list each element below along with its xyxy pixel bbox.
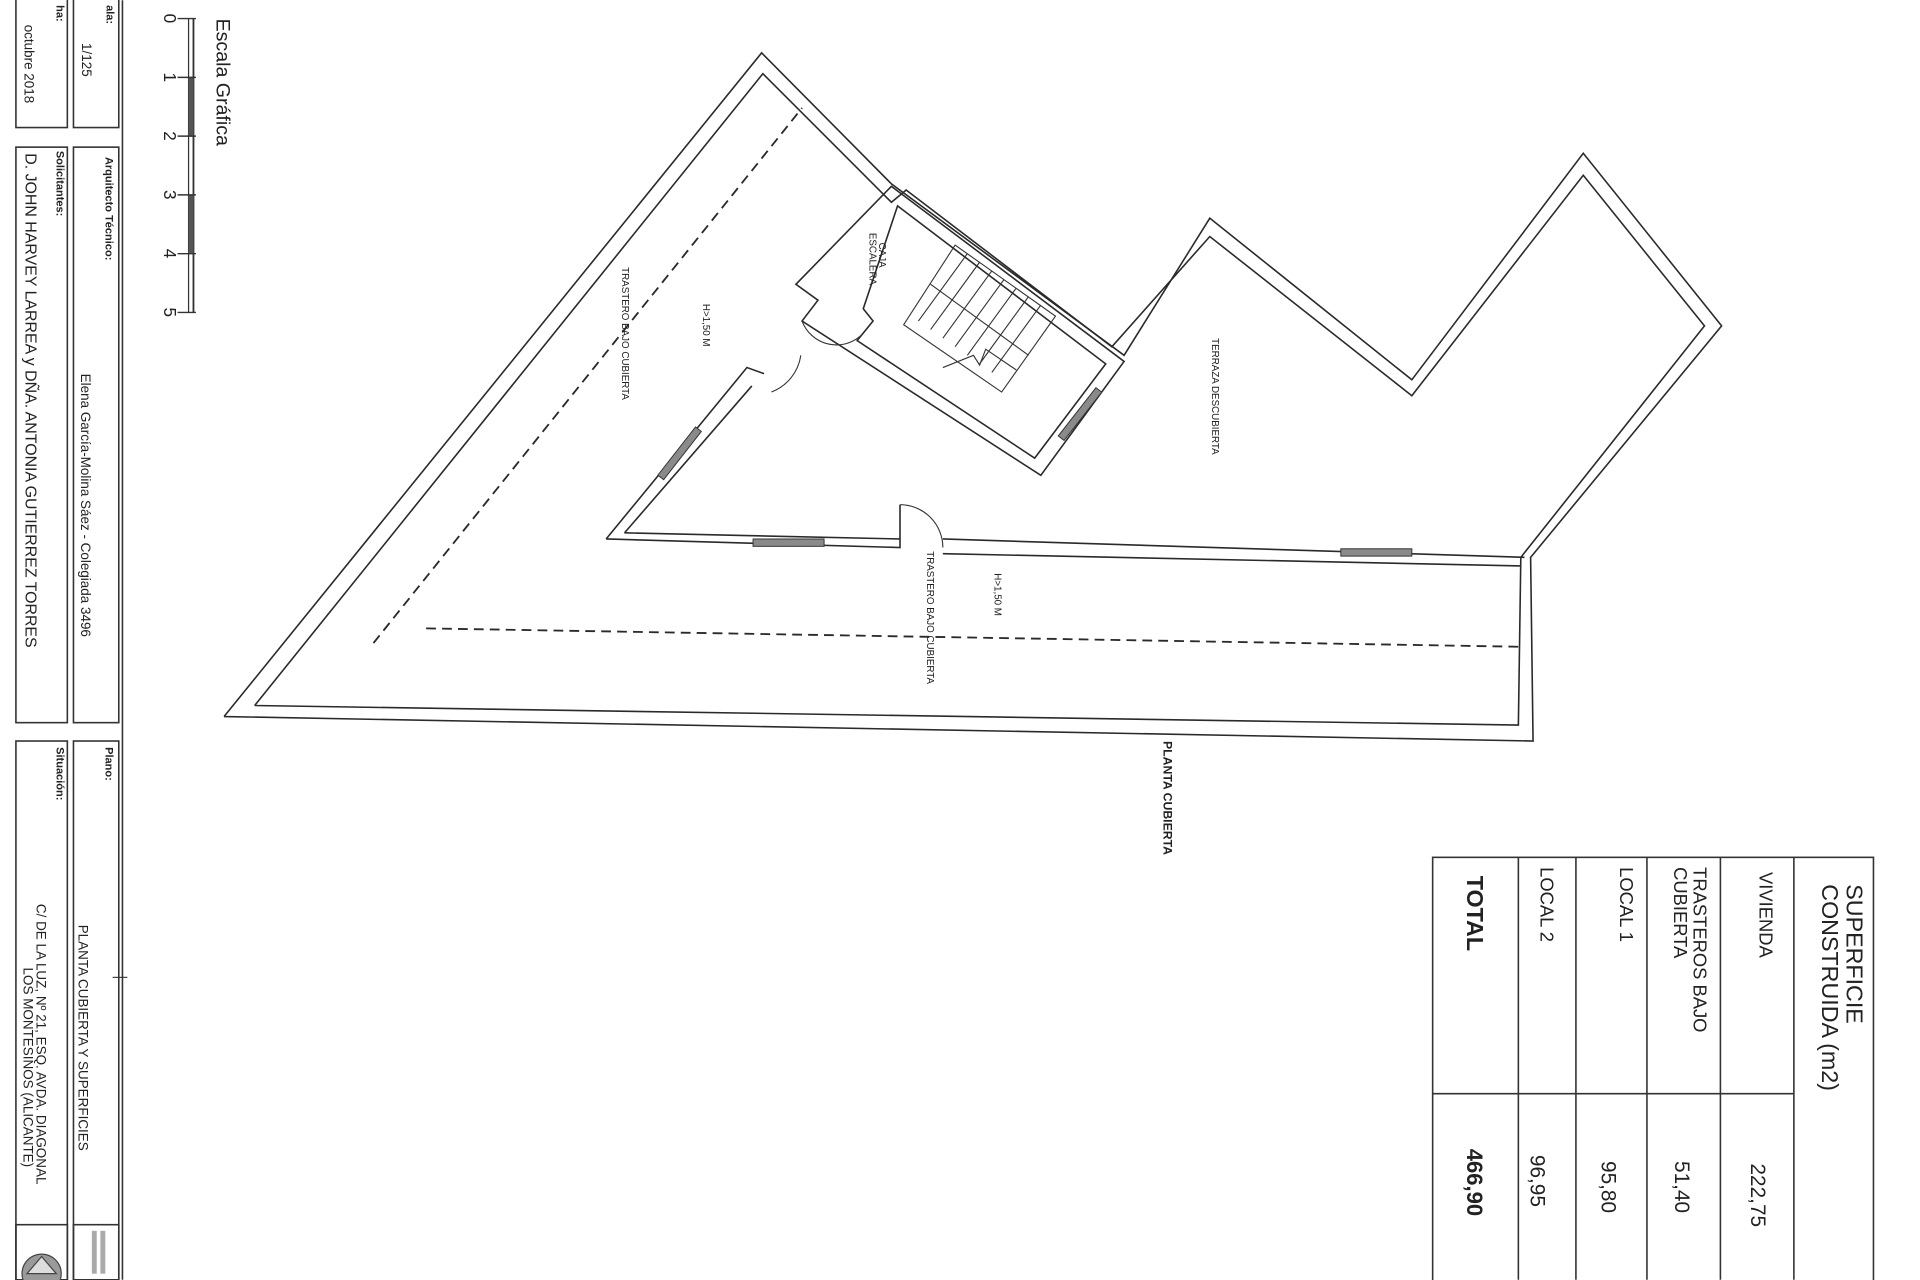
height-line (426, 627, 1519, 648)
window (657, 426, 703, 481)
window (1340, 548, 1413, 557)
plan-value: PLANTA CUBIERTA Y SUPERFICIES (75, 925, 90, 1151)
scale-box (72, 0, 120, 129)
room-label-storage-left: TRASTERO BAJO CUBIERTA (619, 267, 630, 400)
graphic-scale-title: Escala Gráfica (212, 19, 234, 146)
table-header: CONSTRUIDA (m2) (1817, 884, 1843, 1091)
stairwell-label: ESCALERA (866, 233, 877, 286)
surface-table: SUPERFICIE CONSTRUIDA (m2) VIVIENDA 222,… (1431, 856, 1875, 1280)
architect-value: Elena García-Molina Sáez - Colegiada 349… (78, 374, 93, 637)
applicants-box (15, 146, 69, 724)
outer-wall (223, 51, 1723, 742)
window (752, 538, 825, 547)
total-value: 466,90 (1462, 1149, 1487, 1216)
date-box (15, 0, 69, 129)
internal-wall (605, 366, 765, 540)
outer-wall-inner-face (254, 72, 1706, 726)
row-value: 96,95 (1526, 1155, 1549, 1207)
date-value: octubre 2018 (21, 25, 36, 104)
row-label: LOCAL 2 (1536, 867, 1557, 942)
architect-box (72, 146, 120, 724)
date-label: ha: (53, 5, 65, 22)
total-label: TOTAL (1462, 876, 1488, 951)
table-header: SUPERFICIE (1842, 884, 1868, 1024)
scale-tick-label: 3 (160, 190, 180, 200)
window (1057, 387, 1103, 442)
graphic-scale: 0 1 2 3 4 5 Escala Gráfica (160, 14, 234, 317)
door-swing (771, 355, 802, 393)
scale-segment-dark (188, 194, 194, 254)
height-label: H>1,50 M (991, 573, 1002, 616)
college-logo-icon (15, 1223, 120, 1280)
location-line1: C/ DE LA LUZ, Nº 21, ESQ. AVDA. DIAGONAL (34, 904, 49, 1185)
scale-tick-label: 1 (160, 72, 180, 82)
stairwell-wall-inner (855, 204, 1107, 460)
row-label: CUBIERTA (1670, 867, 1691, 959)
roof-plan: TRASTERO BAJO CUBIERTA H>1,50 M TRASTERO… (223, 51, 1723, 855)
row-label: VIVIENDA (1756, 872, 1777, 958)
row-label: LOCAL 1 (1616, 867, 1637, 942)
internal-wall (624, 532, 901, 540)
scale-tick-label: 4 (160, 249, 180, 259)
scale-tick-label: 2 (160, 131, 180, 141)
room-label-storage-bottom: TRASTERO BAJO CUBIERTA (924, 551, 935, 684)
internal-wall (942, 552, 1521, 567)
location-line2: LOS MONTESINOS (ALICANTE) (20, 968, 35, 1168)
internal-wall (606, 504, 901, 549)
applicants-label: Solicitantes: (53, 151, 65, 217)
stairwell-wall (794, 185, 1126, 477)
row-value: 51,40 (1670, 1161, 1693, 1213)
row-value: 95,80 (1597, 1161, 1620, 1213)
location-label: Situación: (53, 747, 65, 800)
applicants-value: D. JOHN HARVEY LARREA y DÑA. ANTONIA GUT… (22, 153, 41, 647)
plan-title: PLANTA CUBIERTA (1160, 741, 1174, 855)
scale-label: ala: (104, 5, 116, 24)
door-swing (801, 320, 864, 346)
internal-wall (623, 385, 753, 534)
scale-segment-dark (188, 77, 194, 137)
architect-label: Arquitecto Técnico: (102, 157, 114, 260)
row-value: 222,75 (1746, 1163, 1769, 1227)
stairwell-label: CAJA (876, 243, 887, 268)
height-line (372, 107, 803, 644)
scale-tick-label: 5 (160, 308, 180, 318)
plan-label: Plano: (102, 747, 114, 781)
title-block: ala: 1/125 ha: octubre 2018 Arquitecto T… (15, 0, 128, 1280)
height-label: H>1,50 M (700, 304, 711, 347)
door-swing (899, 504, 944, 548)
room-label-terrace: TERRAZA DESCUBIERTA (1209, 338, 1220, 455)
row-label: TRASTEROS BAJO (1689, 867, 1710, 1032)
scale-value: 1/125 (79, 43, 94, 77)
internal-wall (942, 538, 1525, 559)
scale-tick-label: 0 (160, 14, 180, 24)
staircase (902, 244, 1057, 393)
